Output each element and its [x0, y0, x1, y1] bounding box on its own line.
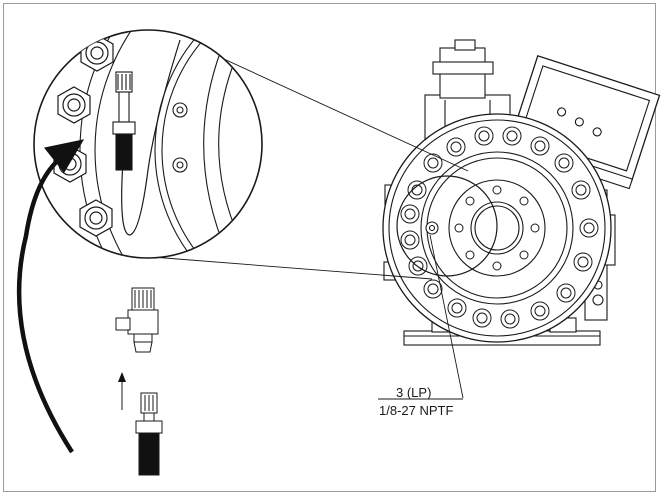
hub-bolts — [454, 185, 540, 271]
flange-bolts — [400, 126, 599, 329]
up-arrow — [118, 372, 126, 410]
detail-circle — [396, 175, 498, 277]
port-label: 3 (LP) — [396, 385, 432, 400]
magnified-view — [33, 29, 263, 259]
install-arrow — [16, 139, 85, 454]
zoom-line-bottom — [151, 256, 433, 280]
callout-leader — [378, 234, 464, 400]
thread-label: 1/8-27 NPTF — [379, 403, 454, 418]
pressure-sensor — [135, 392, 163, 476]
schrader-valve — [115, 287, 159, 353]
